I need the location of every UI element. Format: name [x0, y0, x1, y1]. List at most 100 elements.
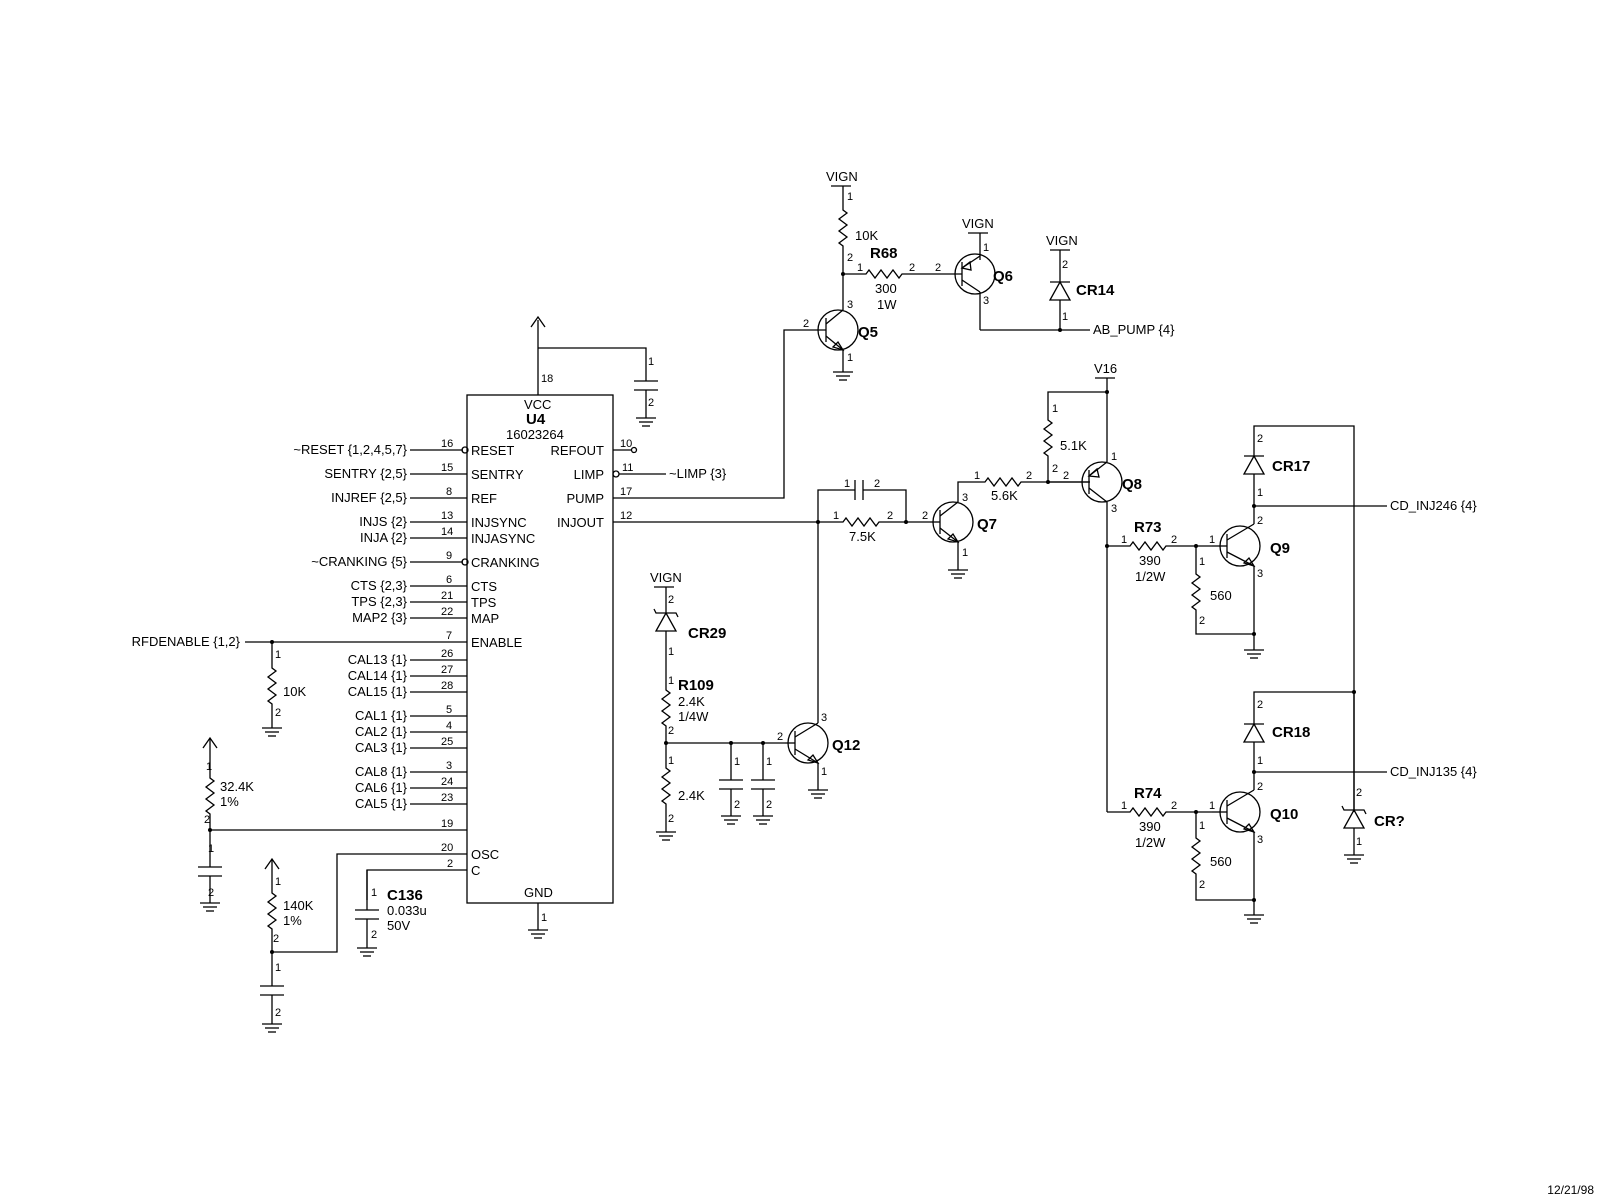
q5-pin3: 3 — [847, 299, 853, 311]
net-cal15: CAL15 {1} — [348, 684, 408, 699]
r75k-resistor — [818, 516, 906, 528]
enable-res-value: 10K — [283, 684, 306, 699]
net-inj135: CD_INJ135 {4} — [1390, 764, 1477, 779]
c19-ground — [200, 902, 220, 912]
q6-transistor — [940, 253, 996, 330]
net-cal1: CAL1 {1} — [355, 708, 408, 723]
r73-ref: R73 — [1134, 519, 1162, 536]
c136-pin1: 1 — [371, 887, 377, 899]
net-cal5: CAL5 {1} — [355, 796, 408, 811]
vcc-decap-pin1: 1 — [648, 356, 654, 368]
pin-pump-num: 17 — [620, 486, 632, 498]
q10-emitter-junction — [1252, 898, 1256, 902]
r560a-resistor — [1190, 546, 1254, 635]
pin-cts-num: 6 — [446, 574, 452, 586]
r324-value: 32.4K — [220, 779, 254, 794]
r24k-resistor — [660, 743, 672, 832]
q7-pin3: 3 — [962, 492, 968, 504]
vcc-decap-ground — [636, 417, 656, 427]
q9-channel: 1 2 R73 390 1/2W 1 1 2 560 2 3 Q9 CD_INJ — [1107, 425, 1477, 812]
cr29-pin1: 1 — [668, 646, 674, 658]
cr29-pin2: 2 — [668, 594, 674, 606]
r73-pin2: 2 — [1171, 534, 1177, 546]
pin-cal6-num: 24 — [441, 776, 453, 788]
net-injref: INJREF {2,5} — [331, 490, 408, 505]
q9-transistor — [1212, 523, 1261, 568]
pin-tps-name: TPS — [471, 595, 497, 610]
pin-cal8-num: 3 — [446, 760, 452, 772]
u4-vcc-arrow — [530, 315, 546, 328]
u4-left-pins: 16 RESET ~RESET {1,2,4,5,7} 15 SENTRY SE… — [132, 438, 540, 953]
vign-cr14-label: VIGN — [1046, 233, 1078, 248]
r140-pin1: 1 — [275, 876, 281, 888]
pin-osc-name: OSC — [471, 847, 499, 862]
q5-pullup-resistor — [837, 186, 849, 306]
pin-injout-num: 12 — [620, 510, 632, 522]
q10-ref: Q10 — [1270, 806, 1298, 823]
net-ab-pump: AB_PUMP {4} — [1093, 322, 1175, 337]
crq-ground — [1344, 854, 1364, 864]
vign-q6-label: VIGN — [962, 216, 994, 231]
r73-power: 1/2W — [1135, 569, 1166, 584]
net-cal2: CAL2 {1} — [355, 724, 408, 739]
speedup-cap-pin1: 1 — [844, 478, 850, 490]
cr17-pin2: 2 — [1257, 433, 1263, 445]
u4-vcc-label: VCC — [524, 397, 551, 412]
crq-pin2: 2 — [1356, 787, 1362, 799]
q6-pin1: 1 — [983, 242, 989, 254]
cr18-return-wire — [1253, 691, 1354, 724]
q8-pin2: 2 — [1063, 470, 1069, 482]
r560a-value: 560 — [1210, 588, 1232, 603]
q12-clamp: VIGN 2 1 CR29 1 2 R109 2.4K 1/4W 1 2 2.4… — [650, 522, 860, 841]
r74-power: 1/2W — [1135, 835, 1166, 850]
r51k-resistor — [1042, 391, 1107, 482]
pin-injasync-num: 14 — [441, 526, 453, 538]
net-cal3: CAL3 {1} — [355, 740, 408, 755]
q10-transistor — [1212, 789, 1261, 834]
q6-base-pin: 2 — [935, 262, 941, 274]
cap-b-pin1: 1 — [766, 756, 772, 768]
r109-pin1: 1 — [668, 675, 674, 687]
vign-q5-label: VIGN — [826, 169, 858, 184]
cosc-pin2: 2 — [275, 1007, 281, 1019]
cap-a-pin2: 2 — [734, 799, 740, 811]
pin-injsync-num: 13 — [441, 510, 453, 522]
c136-value: 0.033u — [387, 903, 427, 918]
net-cts: CTS {2,3} — [351, 578, 408, 593]
cr17-pin1: 1 — [1257, 487, 1263, 499]
pin-cal13-num: 26 — [441, 648, 453, 660]
speedup-cap-wire-left — [817, 489, 855, 522]
pin-19-num: 19 — [441, 818, 453, 830]
cr17-diode — [1242, 454, 1266, 475]
r24k-pin2: 2 — [668, 813, 674, 825]
net-cranking: ~CRANKING {5} — [311, 554, 407, 569]
pin-osc-wire — [272, 853, 467, 953]
q5-pullup-pin2: 2 — [847, 252, 853, 264]
q10-ground — [1244, 914, 1264, 924]
pin-cal1-num: 5 — [446, 704, 452, 716]
net-cal13: CAL13 {1} — [348, 652, 408, 667]
pin-injasync-name: INJASYNC — [471, 531, 535, 546]
cap-b-pin2: 2 — [766, 799, 772, 811]
r324-tol: 1% — [220, 794, 239, 809]
pin-cranking-name: CRANKING — [471, 555, 540, 570]
r73-resistor — [1107, 540, 1212, 552]
r24k-value: 2.4K — [678, 788, 705, 803]
q5-pin2: 2 — [803, 318, 809, 330]
pin-enable-num: 7 — [446, 630, 452, 642]
q12-pin1: 1 — [821, 766, 827, 778]
net-injs: INJS {2} — [359, 514, 407, 529]
q5-pin1: 1 — [847, 352, 853, 364]
pin-c-num: 2 — [447, 858, 453, 870]
pin-reset-name: RESET — [471, 443, 514, 458]
pin-refout-end — [630, 446, 638, 454]
r324-network: 1 2 32.4K 1% 1 2 — [198, 736, 254, 912]
cr18-pin2: 2 — [1257, 699, 1263, 711]
pin-reset-num: 16 — [441, 438, 453, 450]
q7-pin2: 2 — [922, 510, 928, 522]
r560a-pin1: 1 — [1199, 556, 1205, 568]
pin-refout-name: REFOUT — [551, 443, 605, 458]
cr14-pin2: 2 — [1062, 259, 1068, 271]
pin-reset-bubble — [461, 446, 469, 454]
